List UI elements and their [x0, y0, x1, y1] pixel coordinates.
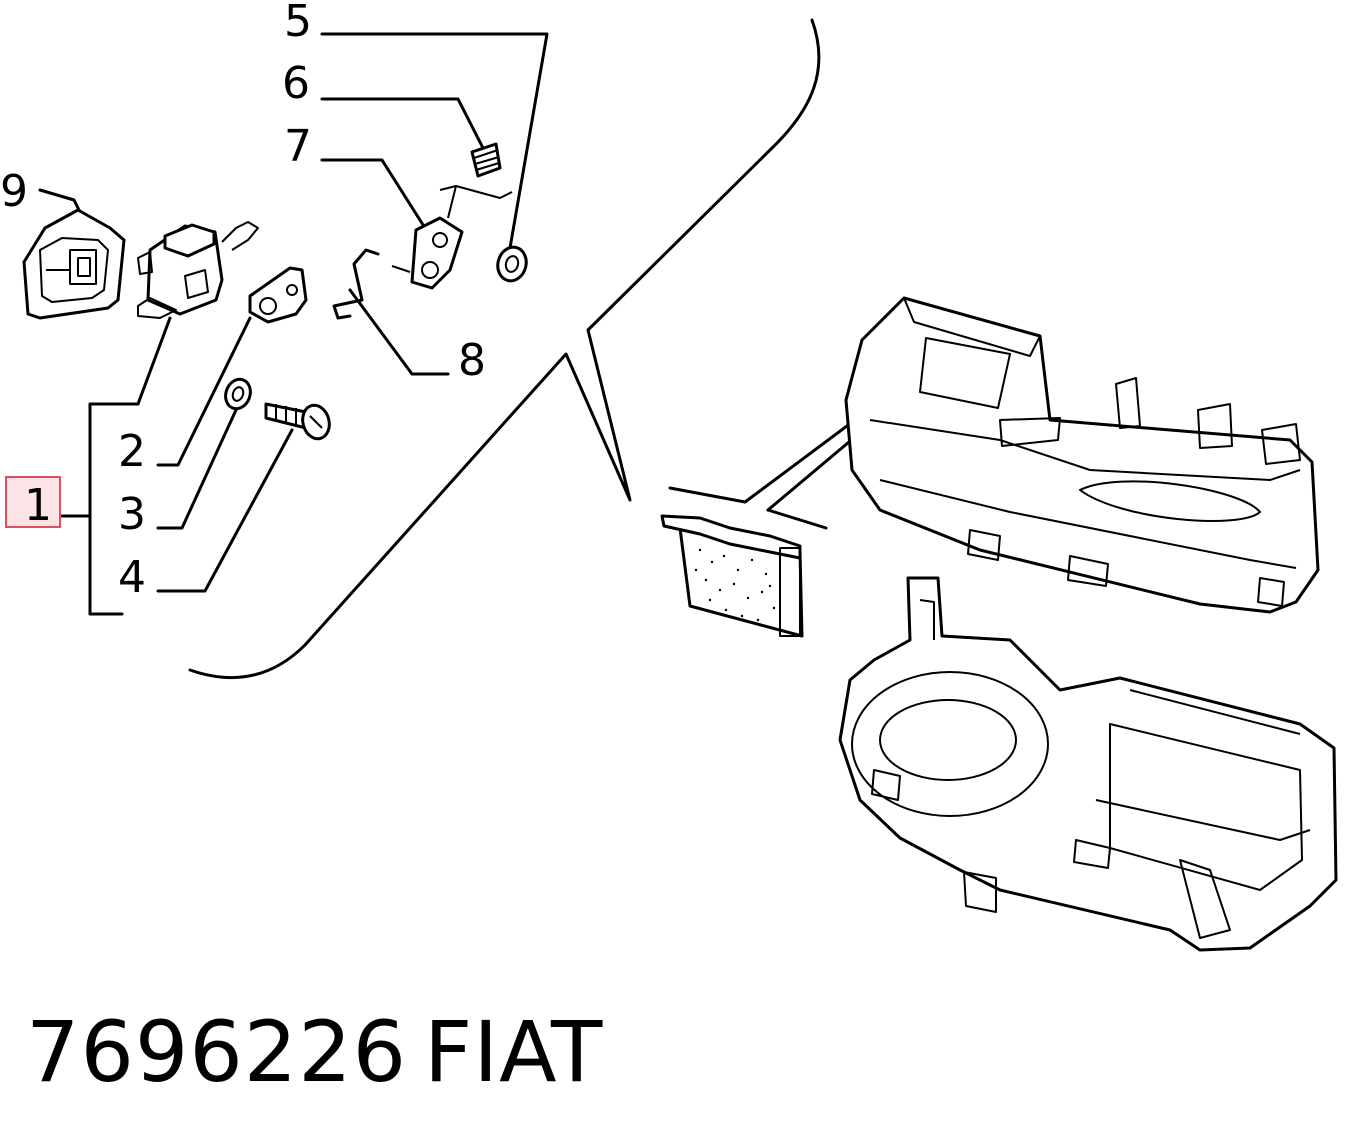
filter-element [660, 362, 932, 638]
callout-2[interactable]: 2 [118, 426, 146, 477]
part-8-wire-clip [332, 248, 411, 320]
callout-3[interactable]: 3 [118, 489, 146, 540]
part-7-bracket [410, 185, 513, 290]
brand-name: FIAT [424, 1003, 604, 1101]
part-9-bracket-plate [22, 208, 126, 320]
part-5-washer [496, 245, 528, 283]
callout-5[interactable]: 5 [284, 0, 312, 47]
part-number: 7696226 [26, 1003, 408, 1101]
part-4-screw [264, 402, 331, 441]
part-3-washer [224, 377, 252, 411]
callout-8[interactable]: 8 [458, 335, 486, 386]
part-6-threaded-insert [470, 142, 502, 178]
callout-9[interactable]: 9 [0, 166, 28, 217]
callout-6[interactable]: 6 [282, 58, 310, 109]
callout-1-highlight [5, 476, 61, 528]
lower-housing [838, 576, 1338, 952]
detail-bubble-outline [188, 18, 821, 680]
callout-1[interactable]: 1 [24, 480, 52, 531]
callout-7[interactable]: 7 [284, 121, 312, 172]
callout-4[interactable]: 4 [118, 552, 146, 603]
upper-housing [844, 296, 1320, 614]
part-1-actuator-motor [137, 221, 259, 319]
part-2-lever [248, 266, 308, 324]
leader-lines [38, 32, 549, 616]
filter-texture [694, 548, 776, 622]
